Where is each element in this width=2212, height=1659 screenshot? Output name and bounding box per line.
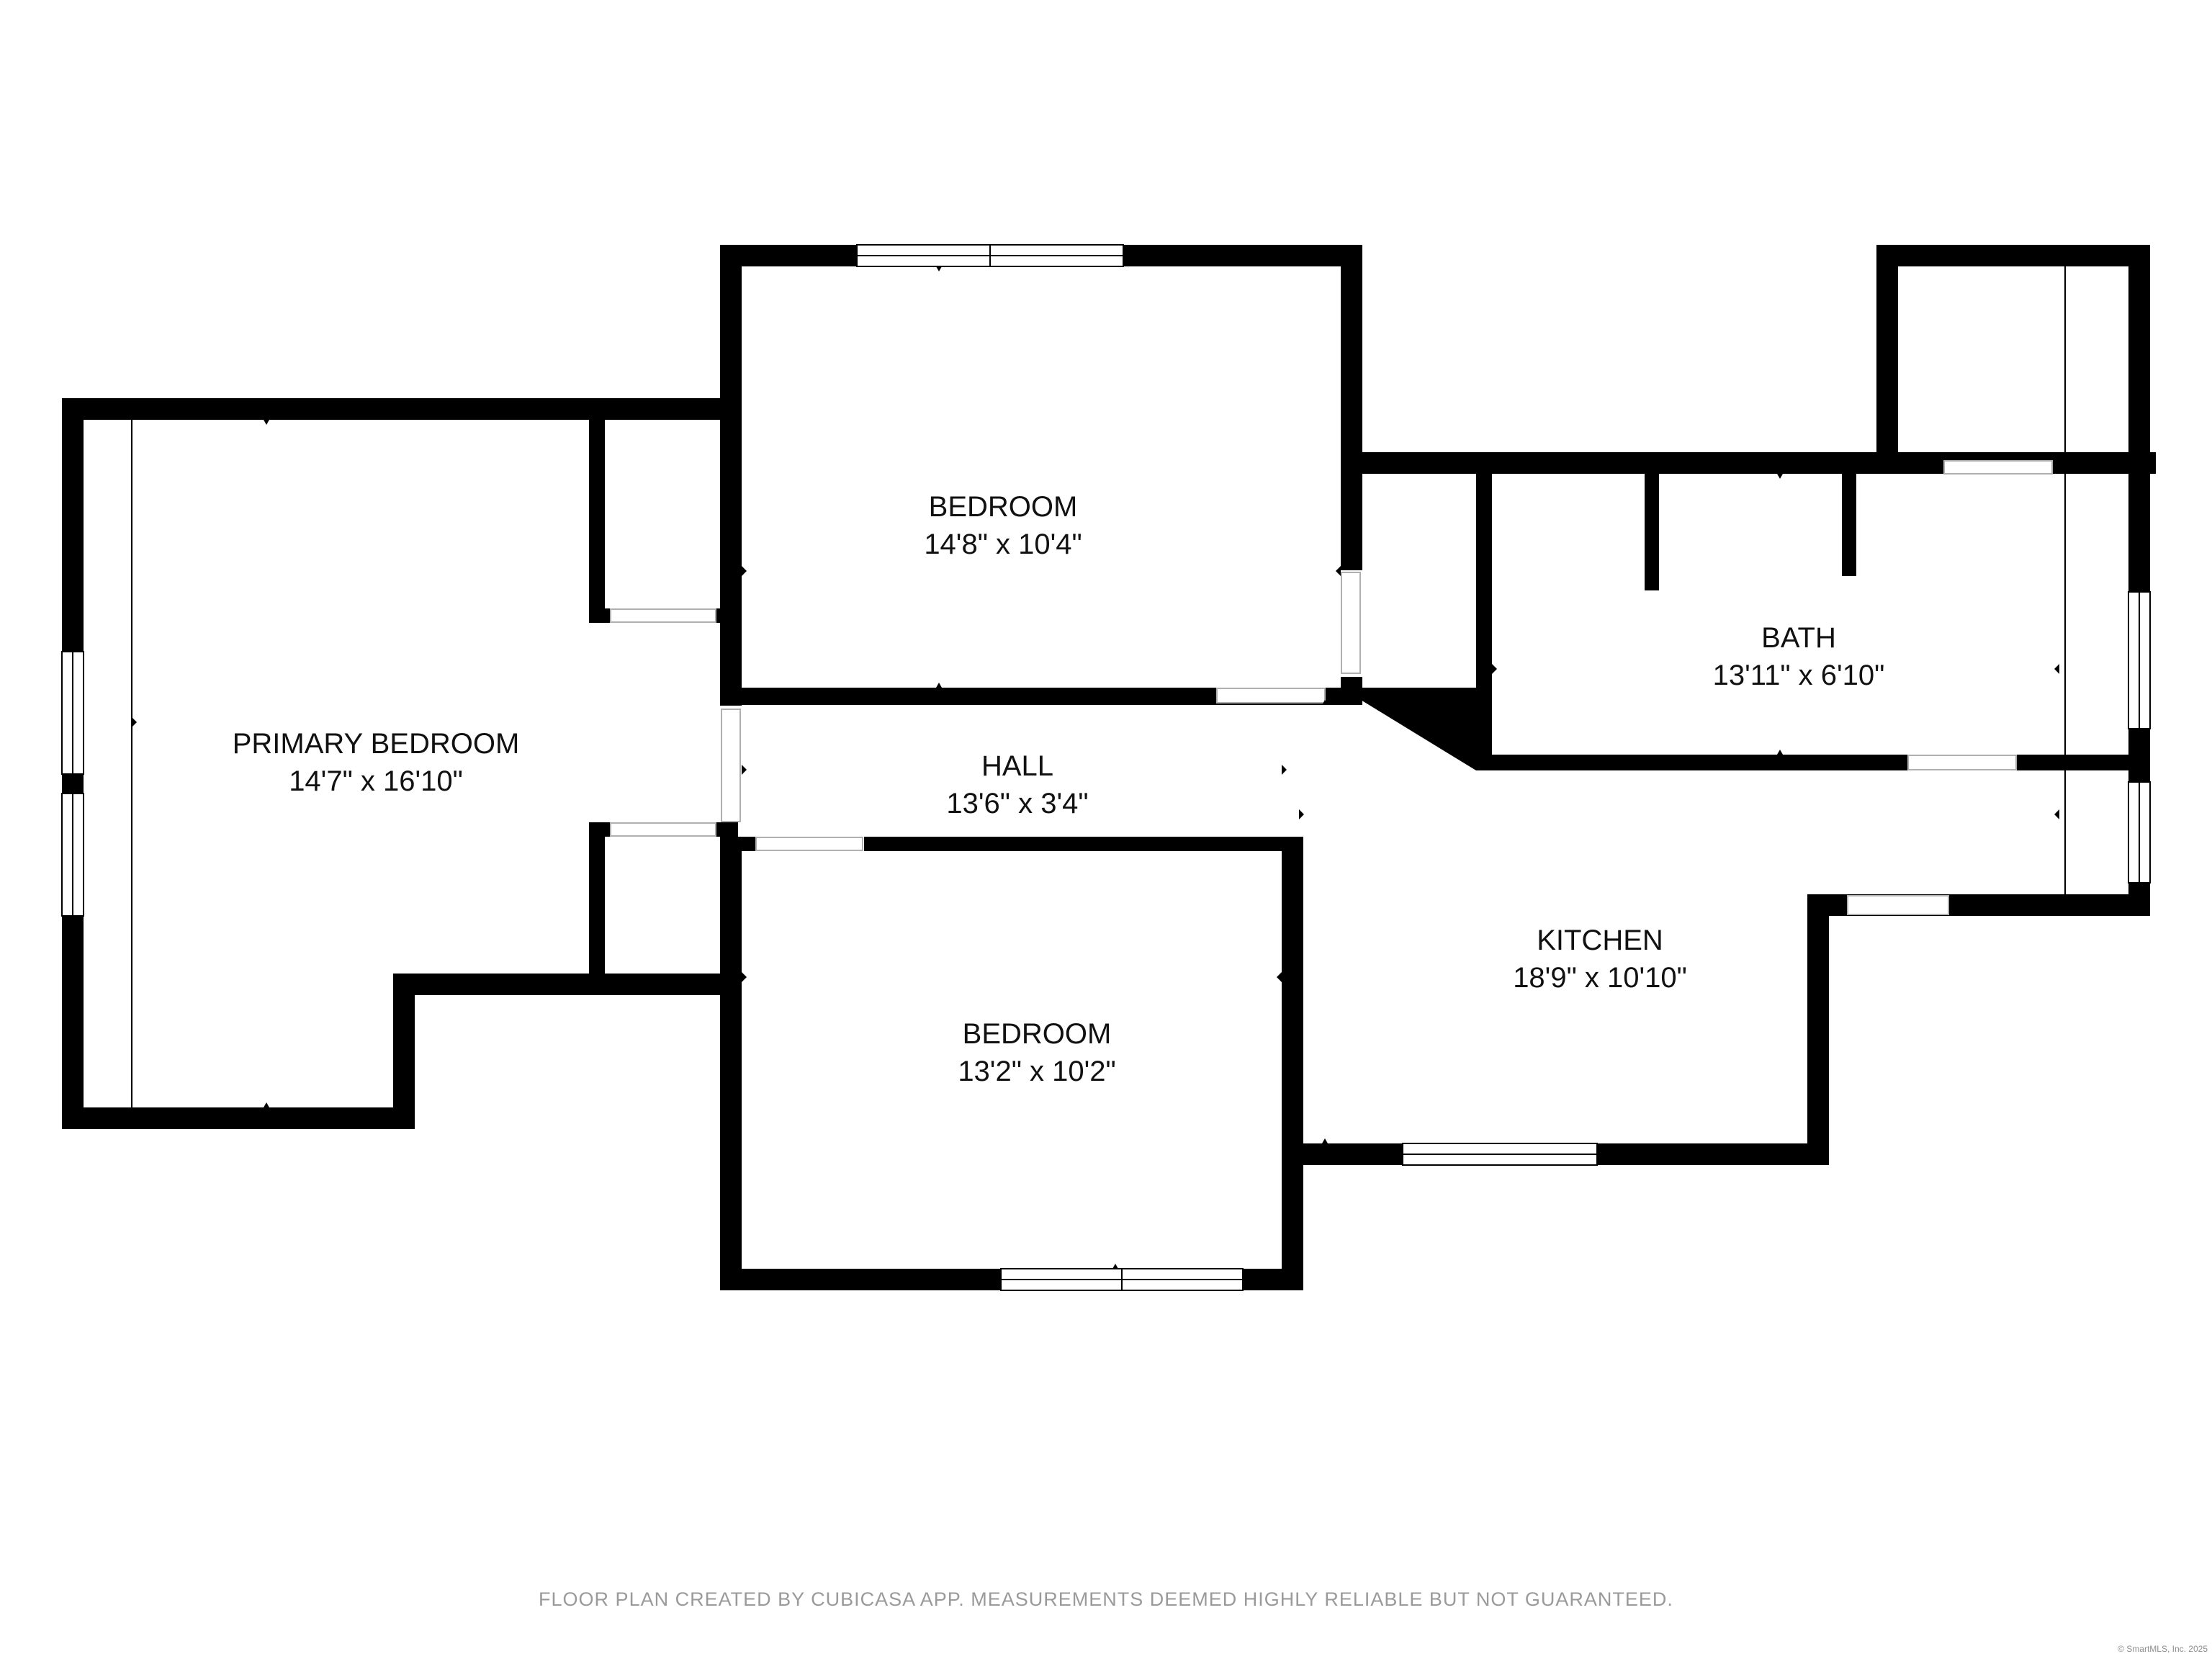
room-dimensions: 14'8" x 10'4" [924, 529, 1082, 560]
room-name: BEDROOM [929, 491, 1078, 523]
room-hall: HALL 13'6" x 3'4" [946, 750, 1088, 819]
room-bedroom-bottom: BEDROOM 13'2" x 10'2" [958, 1018, 1115, 1087]
interior-lines [131, 266, 2066, 1107]
room-bath: BATH 13'11" x 6'10" [1713, 622, 1885, 691]
room-name: PRIMARY BEDROOM [233, 728, 520, 760]
primary-bedroom-walls [62, 398, 738, 1129]
room-dimensions: 14'7" x 16'10" [289, 765, 463, 797]
room-bedroom-top: BEDROOM 14'8" x 10'4" [924, 491, 1082, 560]
room-name: BEDROOM [963, 1018, 1112, 1050]
room-primary-bedroom: PRIMARY BEDROOM 14'7" x 16'10" [233, 728, 520, 797]
room-name: HALL [981, 750, 1053, 782]
windows [61, 244, 2151, 1291]
room-dimensions: 13'2" x 10'2" [958, 1056, 1115, 1087]
room-dimensions: 13'11" x 6'10" [1713, 660, 1885, 691]
footer-disclaimer: FLOOR PLAN CREATED BY CUBICASA APP. MEAS… [539, 1588, 1673, 1610]
room-dimensions: 13'6" x 3'4" [946, 788, 1088, 819]
bath-kitchen-walls [1282, 245, 2156, 1165]
bedroom-top-walls [720, 245, 1362, 706]
dimension-markers [132, 266, 2059, 1269]
room-name: BATH [1761, 622, 1836, 654]
room-kitchen: KITCHEN 18'9" x 10'10" [1513, 925, 1687, 994]
room-dimensions: 18'9" x 10'10" [1513, 962, 1687, 994]
room-name: KITCHEN [1537, 925, 1663, 956]
door-openings [610, 460, 2053, 915]
copyright-notice: © SmartMLS, Inc. 2025 [2118, 1644, 2208, 1654]
